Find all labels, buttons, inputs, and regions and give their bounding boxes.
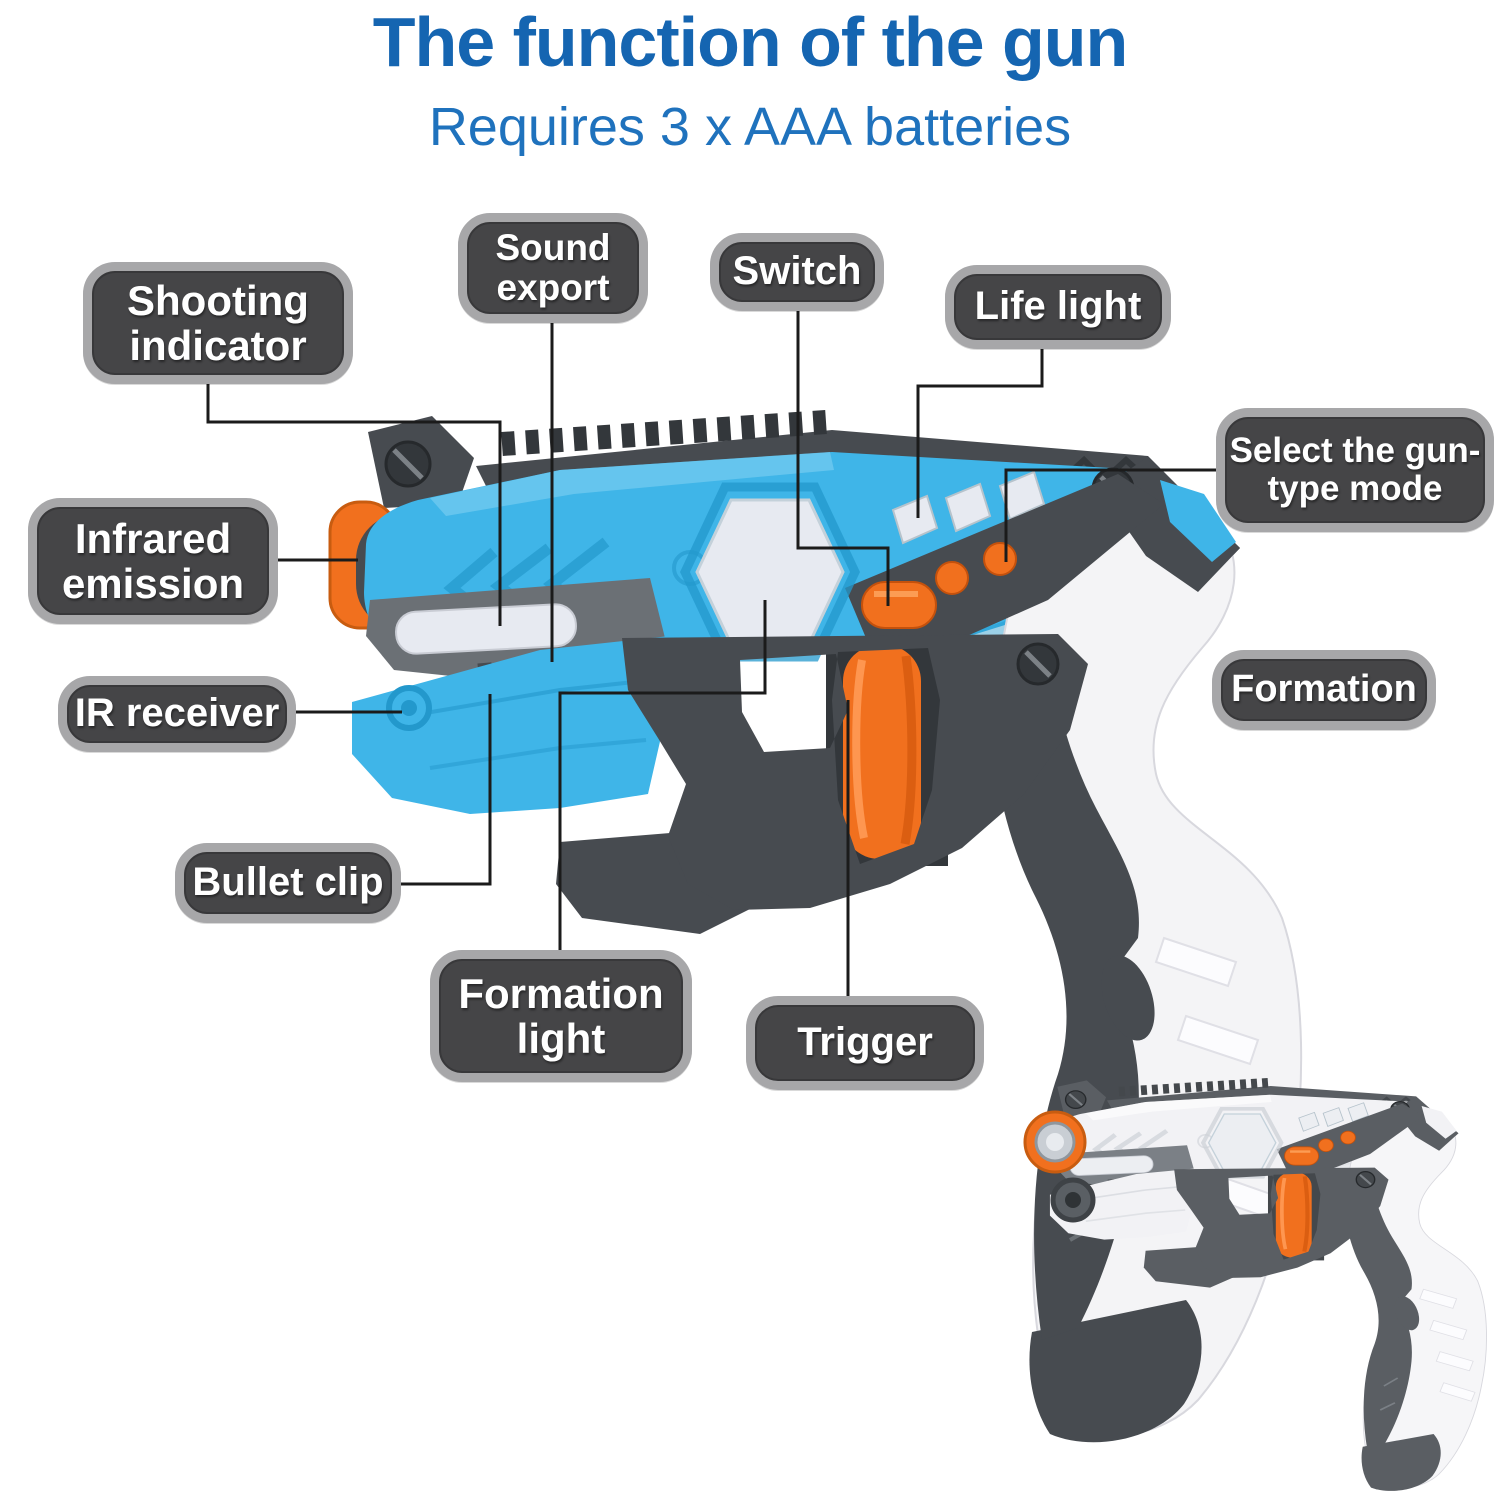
callout-line-select-gun-type: [1004, 468, 1218, 562]
callout-line-formation-light: [558, 600, 767, 952]
callout-switch: Switch: [710, 233, 884, 311]
page-title: The function of the gun: [372, 3, 1129, 81]
callout-select-gun-type-mode: Select the gun-type mode: [1216, 408, 1494, 532]
inset-ir-lens-icon: [1050, 1177, 1096, 1223]
inset-muzzle-lens-icon: [1023, 1110, 1087, 1174]
callout-shooting-indicator: Shooting indicator: [83, 262, 353, 384]
callout-lines: [206, 310, 1218, 998]
callout-line-life-light: [916, 348, 1044, 518]
callout-line-shooting-indicator: [206, 384, 502, 626]
callout-trigger: Trigger: [746, 996, 984, 1090]
inset-gun-illustration: [1023, 1080, 1487, 1491]
callout-ir-receiver: IR receiver: [58, 676, 296, 752]
callout-formation-light: Formation light: [430, 950, 692, 1082]
page-subtitle: Requires 3 x AAA batteries: [428, 97, 1072, 157]
main-gun-illustration: [330, 416, 1301, 1442]
callout-sound-export: Sound export: [458, 213, 648, 323]
callout-bullet-clip: Bullet clip: [175, 843, 401, 923]
callout-life-light: Life light: [945, 265, 1171, 349]
callout-line-bullet-clip: [399, 694, 492, 886]
callout-formation: Formation: [1212, 650, 1436, 730]
callout-infrared-emission: Infrared emission: [28, 498, 278, 624]
callout-line-switch: [796, 310, 890, 606]
